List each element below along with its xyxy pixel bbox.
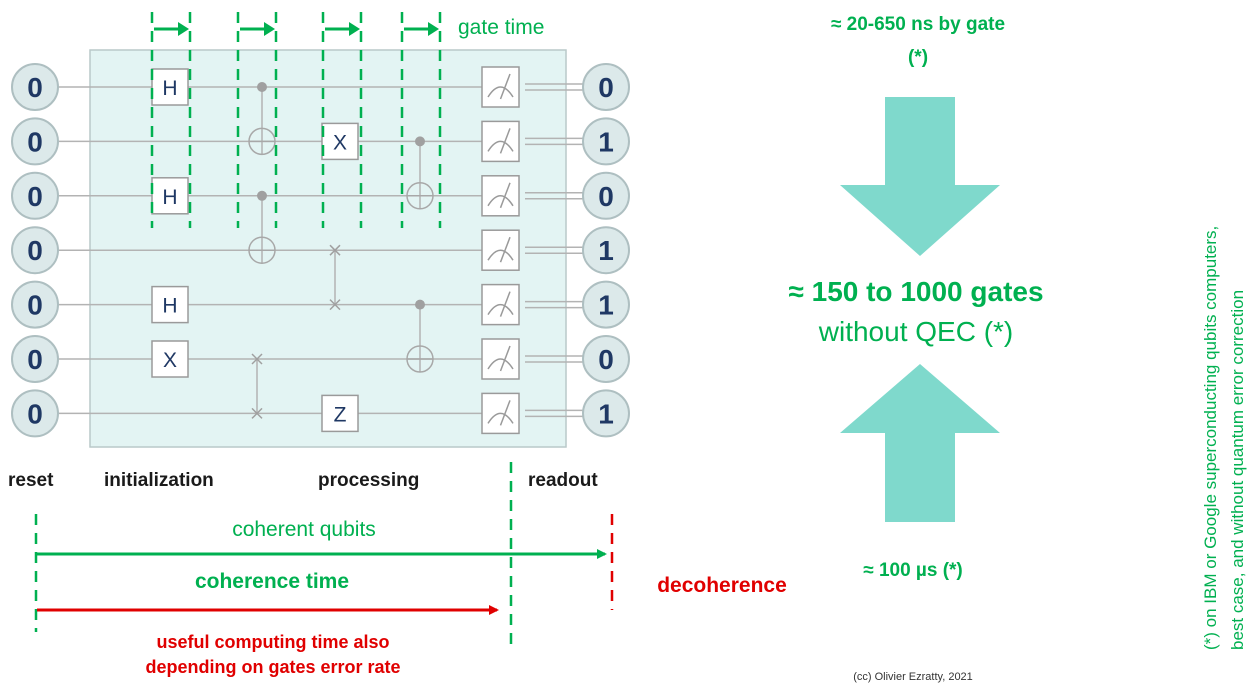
input-qubit-value: 0 <box>27 126 43 157</box>
output-qubit-value: 0 <box>598 181 614 212</box>
gate-label: H <box>162 295 177 318</box>
output-qubit-circle <box>582 171 630 220</box>
measurement-dial <box>487 249 514 261</box>
input-qubit-value: 0 <box>27 398 43 429</box>
measurement-box <box>481 392 520 435</box>
footnote: (*) on IBM or Google superconducting qub… <box>1201 226 1247 650</box>
gate-box <box>151 340 189 378</box>
output-qubit-value: 1 <box>598 398 614 429</box>
gate-label: H <box>162 77 177 100</box>
gate-time-arrow-head <box>178 22 189 36</box>
gate-time-arrow-head <box>264 22 275 36</box>
measurement-needle <box>499 291 511 317</box>
gate-label: X <box>163 349 177 372</box>
gate-box <box>151 177 189 215</box>
without-qec-label: without QEC (*) <box>818 316 1014 347</box>
gate-box <box>321 394 359 433</box>
ns-by-gate-asterisk: (*) <box>908 47 928 68</box>
coherent-qubits-label: coherent qubits <box>232 518 376 541</box>
measurement-dial <box>487 303 514 315</box>
gate-time-label: gate time <box>458 16 544 39</box>
decoherence-label: decoherence <box>657 574 787 597</box>
measurement-dial <box>487 195 514 207</box>
cnot-control-dot <box>415 299 425 310</box>
output-qubit-value: 1 <box>598 126 614 157</box>
measurement-needle <box>499 182 511 209</box>
input-qubit-value: 0 <box>27 181 43 212</box>
swap-cross <box>329 244 341 256</box>
gate-box <box>321 122 359 161</box>
gate-label: Z <box>334 403 347 426</box>
cnot-control-dot <box>257 190 267 201</box>
swap-cross <box>329 299 341 311</box>
useful-time-line2: depending on gates error rate <box>145 657 400 677</box>
input-qubit-circle <box>11 117 59 166</box>
measurement-needle <box>499 400 511 426</box>
processing-label: processing <box>318 470 419 491</box>
down-arrow <box>840 97 1000 256</box>
input-qubit-value: 0 <box>27 235 43 266</box>
useful-time-line1: useful computing time also <box>156 632 389 652</box>
measurement-needle <box>499 128 511 154</box>
ns-by-gate-label: ≈ 20-650 ns by gate <box>831 14 1005 35</box>
input-qubit-value: 0 <box>27 344 43 375</box>
swap-cross <box>251 407 263 419</box>
measurement-layer <box>481 66 520 435</box>
swap-cross <box>251 353 263 365</box>
cnot-control-dot <box>415 136 425 147</box>
output-qubit-circle <box>582 335 630 383</box>
coherence-time-label: coherence time <box>195 570 349 593</box>
coherence-us-label: ≈ 100 µs (*) <box>863 560 963 581</box>
gate-label: X <box>333 131 347 154</box>
output-qubit-value: 0 <box>598 72 614 103</box>
output-qubit-circle <box>582 226 630 275</box>
gate-time-arrow-head <box>349 22 360 36</box>
gate-box <box>151 68 189 106</box>
measurement-needle <box>499 73 511 100</box>
footnote-line2: best case, and without quantum error cor… <box>1228 290 1247 650</box>
gate-label: H <box>162 186 177 209</box>
qubit-io: 0 0 0 0 0 0 0 0 1 0 1 1 0 1 <box>11 63 630 438</box>
gates-count-label: ≈ 150 to 1000 gates <box>788 276 1043 307</box>
output-qubit-circle <box>582 389 630 438</box>
output-qubit-value: 0 <box>598 344 614 375</box>
input-qubit-circle <box>11 226 59 275</box>
footnote-line1: (*) on IBM or Google superconducting qub… <box>1201 226 1220 650</box>
input-qubit-circle <box>11 335 59 383</box>
input-qubit-circle <box>11 280 59 329</box>
output-qubit-circle <box>582 63 630 111</box>
measurement-dial <box>487 86 514 98</box>
output-qubit-value: 1 <box>598 290 614 321</box>
input-qubit-circle <box>11 389 59 438</box>
output-qubit-circle <box>582 280 630 329</box>
measurement-needle <box>499 345 511 372</box>
measurement-dial <box>487 358 514 370</box>
measurement-needle <box>499 236 511 263</box>
cnot-control-dot <box>257 82 267 92</box>
measurement-dial <box>487 412 514 424</box>
initialization-label: initialization <box>104 470 214 491</box>
gate-layer: H H H X X Z <box>151 68 434 433</box>
readout-label: readout <box>528 470 598 491</box>
up-arrow <box>840 364 1000 522</box>
input-qubit-value: 0 <box>27 72 43 103</box>
reset-label: reset <box>8 470 54 491</box>
credit-label: (cc) Olivier Ezratty, 2021 <box>853 671 973 683</box>
input-qubit-value: 0 <box>27 290 43 321</box>
measurement-dial <box>487 140 514 152</box>
output-qubit-value: 1 <box>598 235 614 266</box>
output-qubit-circle <box>582 117 630 166</box>
gate-box <box>151 285 189 324</box>
input-qubit-circle <box>11 171 59 220</box>
gate-time-arrow-head <box>428 22 439 36</box>
gate-time-brackets <box>150 12 442 228</box>
input-qubit-circle <box>11 63 59 111</box>
